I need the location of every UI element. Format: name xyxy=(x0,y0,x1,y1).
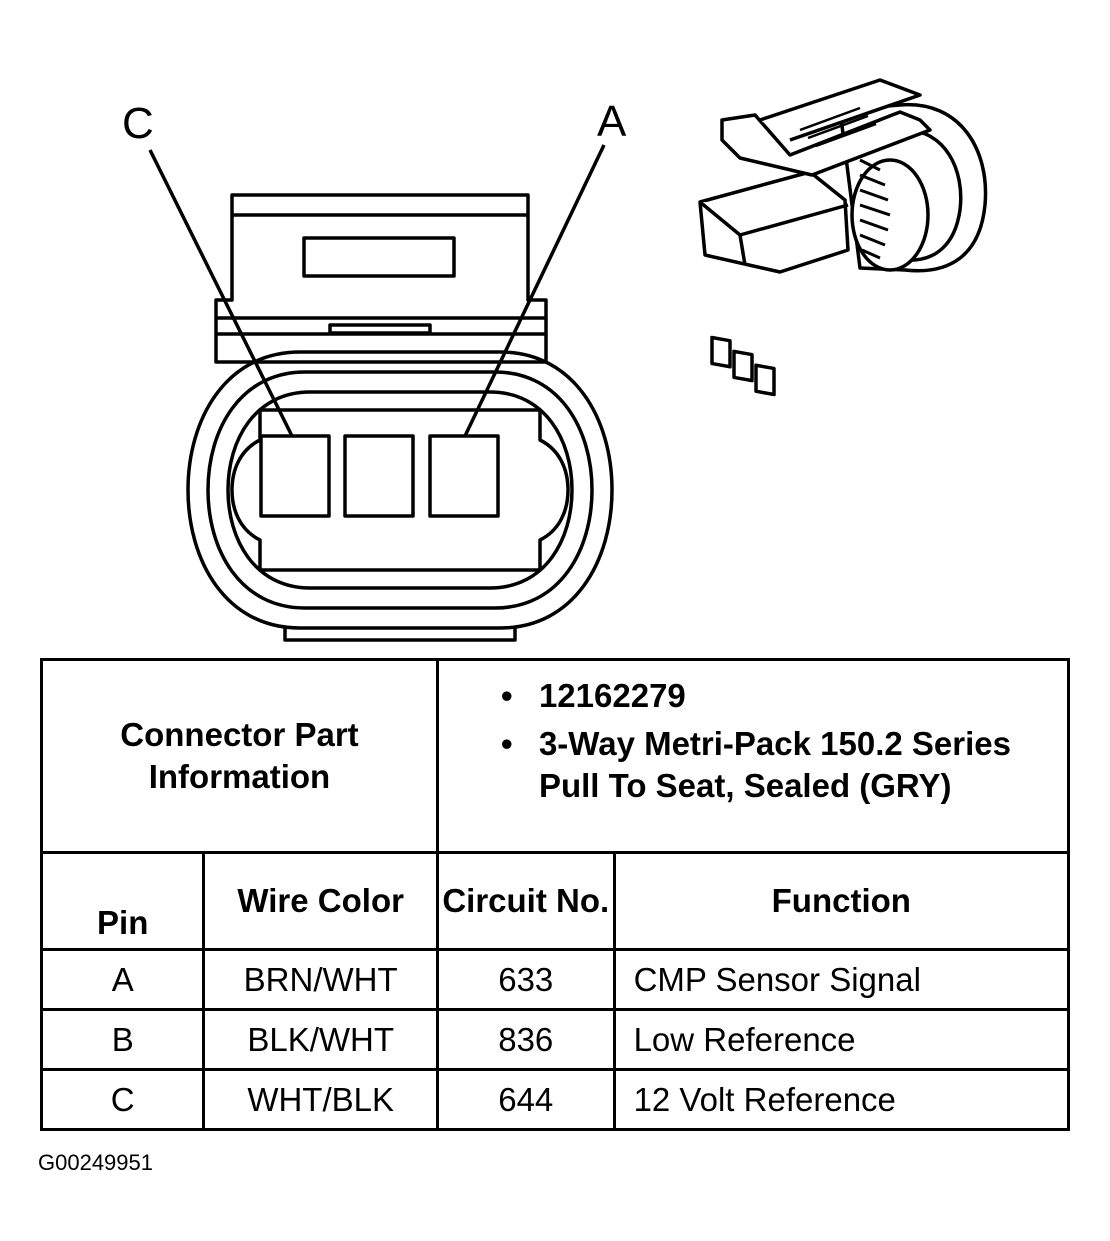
wire-color-cell: BLK/WHT xyxy=(202,1008,439,1071)
circuit-cell: 644 xyxy=(435,1068,616,1131)
col-header-wire-color: Wire Color xyxy=(202,851,439,951)
connector-cavity xyxy=(230,408,570,572)
connector-inner-ring xyxy=(226,390,574,590)
connector-diagram xyxy=(148,78,988,642)
circuit-cell: 633 xyxy=(435,948,616,1011)
pin-cavity-b xyxy=(343,434,415,518)
pin-cavity-a xyxy=(428,434,500,518)
connector-latch-housing xyxy=(214,193,548,364)
pin-cell: B xyxy=(39,1008,206,1071)
col-header-pin: Pin xyxy=(39,851,206,951)
connector-3d-view xyxy=(698,78,988,397)
pin-a-callout: A xyxy=(597,97,627,146)
connector-outer-shell xyxy=(186,350,614,630)
bullet-icon: • xyxy=(500,677,513,714)
part-number: 12162279 xyxy=(538,677,686,714)
table-row: C WHT/BLK 644 12 Volt Reference xyxy=(39,1068,1071,1131)
connector-seal-ring xyxy=(206,370,594,610)
function-cell: 12 Volt Reference xyxy=(612,1068,1071,1131)
leader-line-c xyxy=(148,149,294,437)
table-row: B BLK/WHT 836 Low Reference xyxy=(39,1008,1071,1071)
latch-window xyxy=(302,236,456,278)
part-info-row: Connector Part Information • 12162279 • … xyxy=(40,658,1071,854)
wire-color-cell: WHT/BLK xyxy=(202,1068,439,1131)
pin-cell: C xyxy=(39,1068,206,1131)
function-cell: Low Reference xyxy=(612,1008,1071,1071)
part-description: 3-Way Metri-Pack 150.2 Series Pull To Se… xyxy=(538,725,1011,804)
table-row: A BRN/WHT 633 CMP Sensor Signal xyxy=(39,948,1071,1011)
pin-c-callout: C xyxy=(122,99,154,148)
figure-id: G00249951 xyxy=(38,1150,153,1175)
connector-info-table: Connector Part Information • 12162279 • … xyxy=(39,658,1071,1131)
circuit-cell: 836 xyxy=(435,1008,616,1071)
col-header-function: Function xyxy=(612,851,1071,951)
wire-color-cell: BRN/WHT xyxy=(202,948,439,1011)
part-description-item: • 3-Way Metri-Pack 150.2 Series Pull To … xyxy=(501,723,1067,807)
connector-part-info-label: Connector Part Information xyxy=(40,658,439,854)
function-cell: CMP Sensor Signal xyxy=(612,948,1071,1011)
leader-line-a xyxy=(463,144,606,437)
col-header-circuit: Circuit No. xyxy=(435,851,616,951)
bullet-icon: • xyxy=(500,725,513,762)
part-number-item: • 12162279 xyxy=(501,675,1067,717)
column-header-row: Pin Wire Color Circuit No. Function xyxy=(39,851,1071,951)
pin-cavity-c xyxy=(259,434,331,518)
part-info-list: • 12162279 • 3-Way Metri-Pack 150.2 Seri… xyxy=(435,658,1071,854)
pin-cell: A xyxy=(39,948,206,1011)
